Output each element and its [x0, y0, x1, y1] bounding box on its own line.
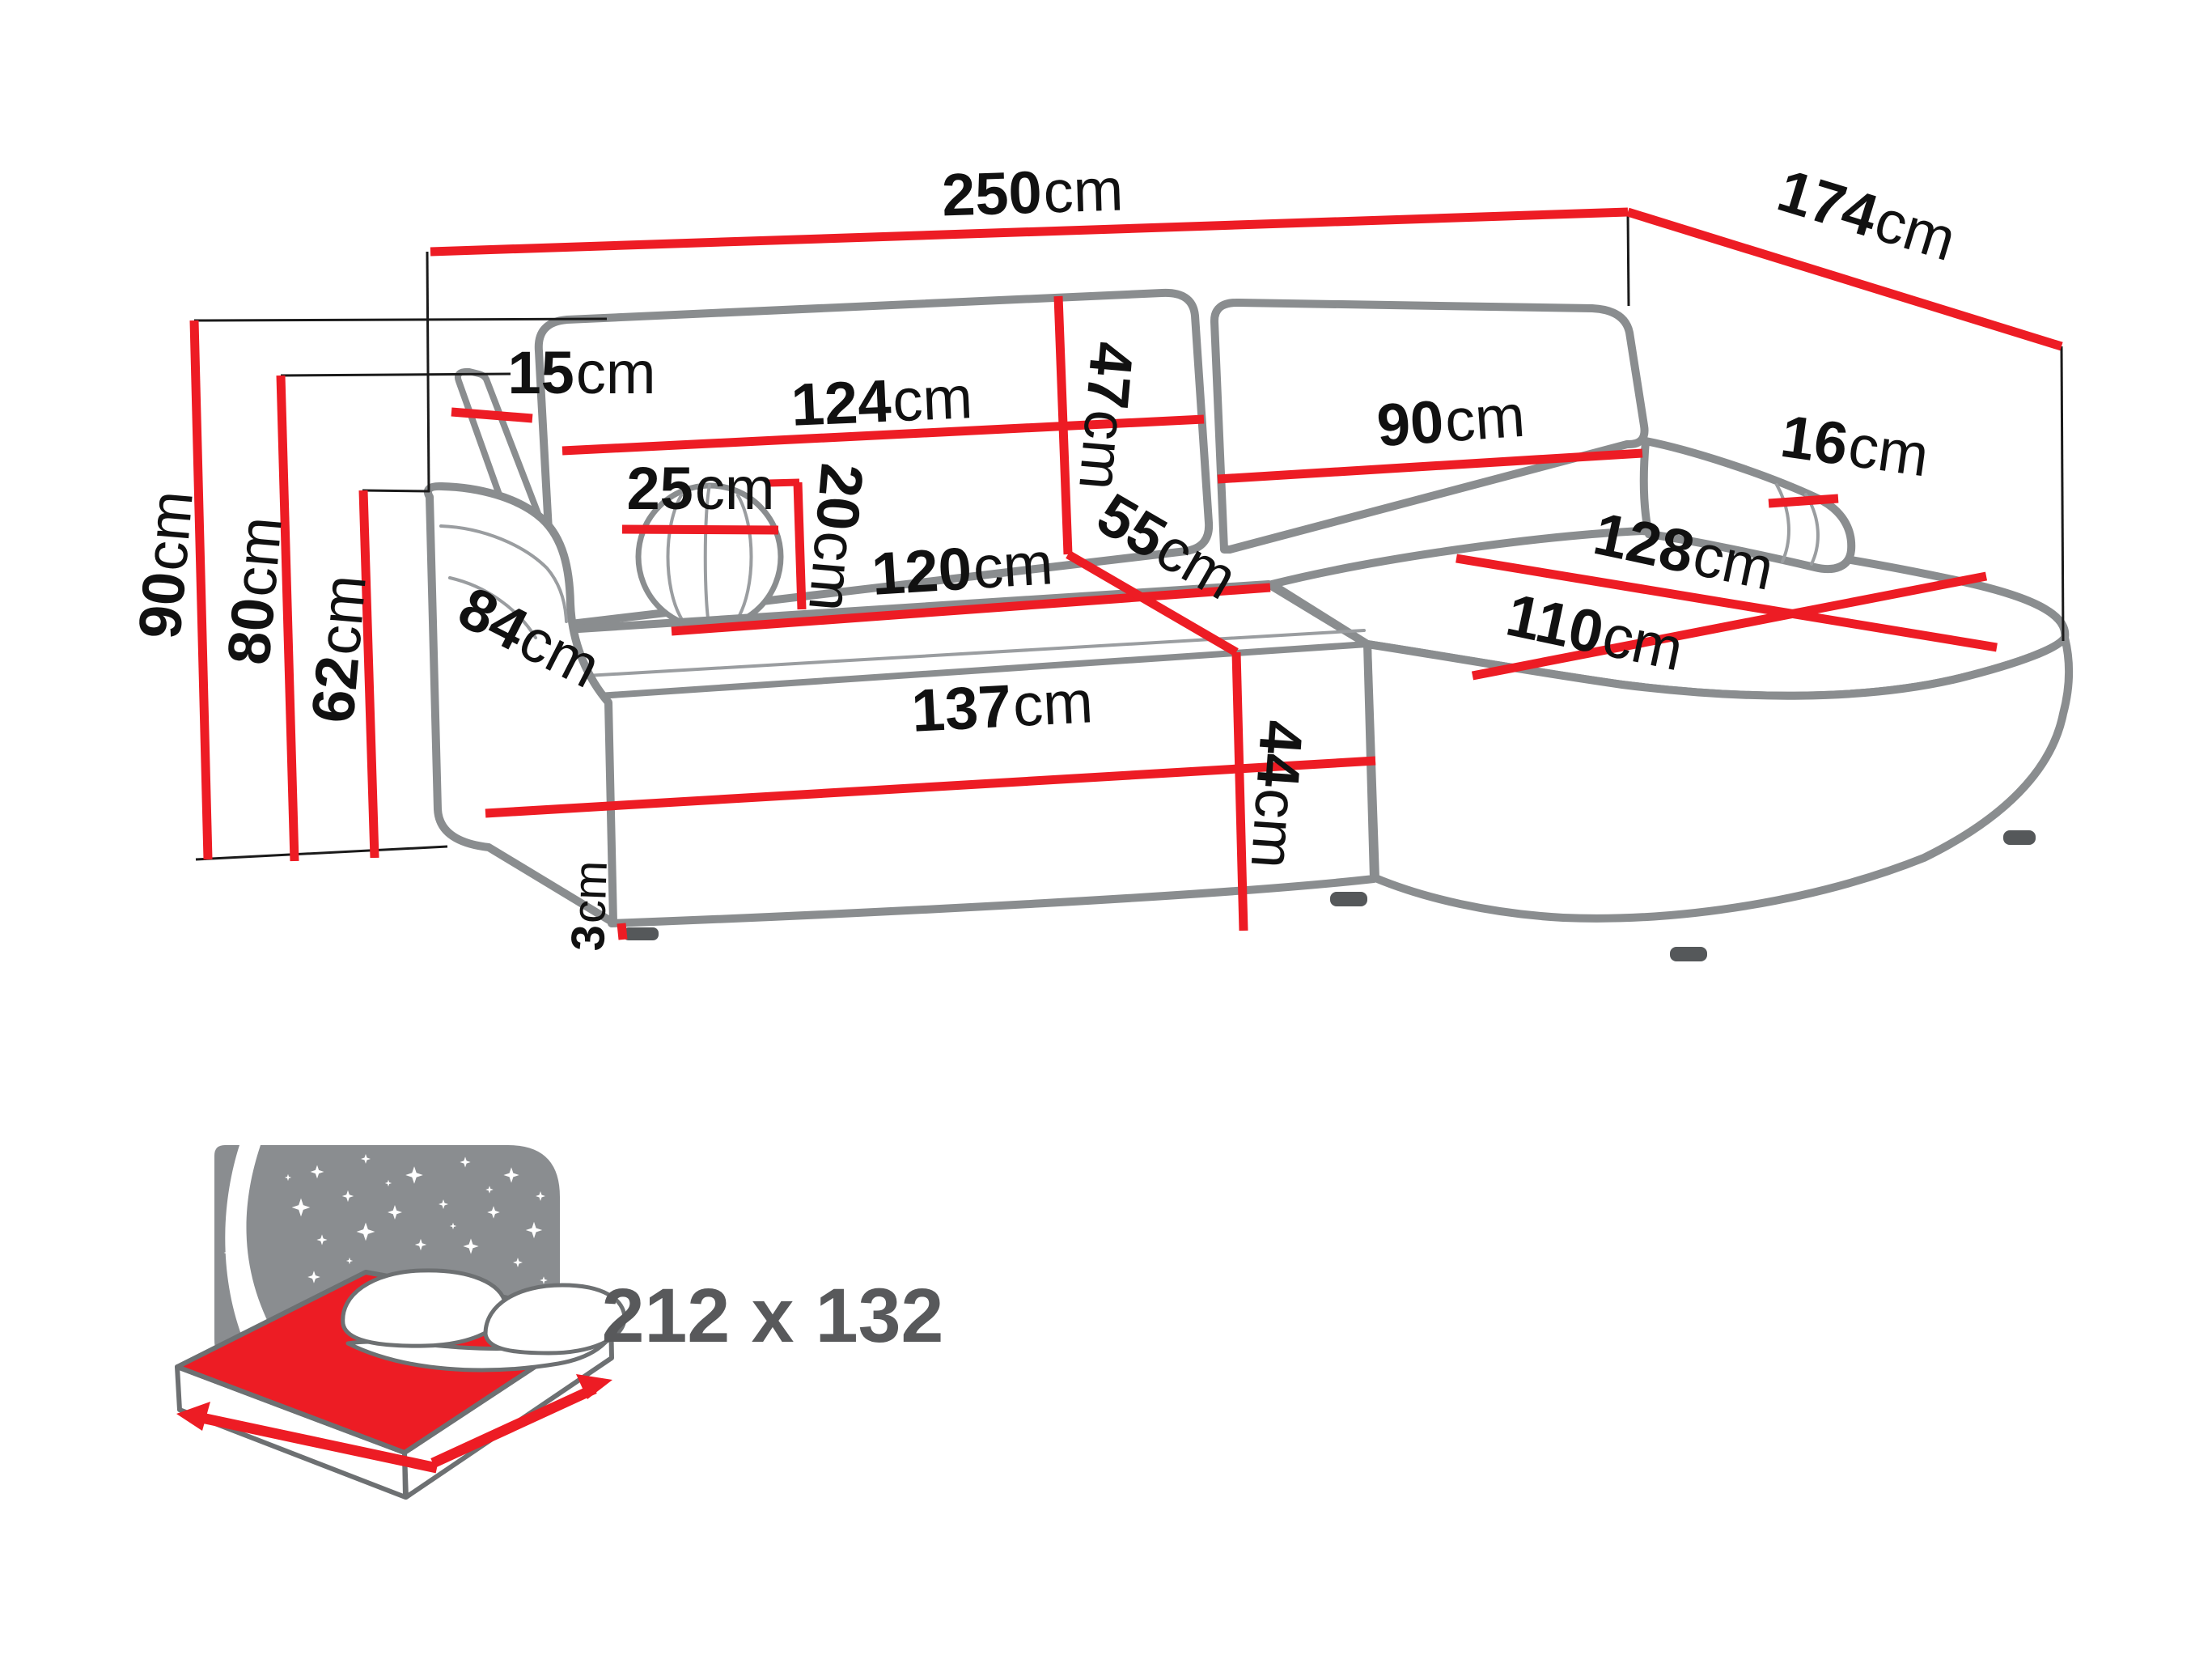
dim-label-backrest-height: 47cm: [1066, 339, 1146, 493]
dim-label-total-width: 250cm: [941, 156, 1125, 229]
dim-line-armrest-right: [1768, 494, 1839, 508]
dim-label-armrest-right-width: 16cm: [1777, 402, 1933, 490]
dim-label-pillow-height: 20cm: [796, 460, 876, 614]
dim-line-armrest-peak: [276, 375, 299, 862]
dim-line-front-height: [1231, 651, 1248, 931]
leg: [1670, 947, 1707, 961]
sofa-drawing: [424, 288, 2074, 961]
sleeping-area-label: 212 x 132: [602, 1273, 944, 1359]
armrest-left-seam: [448, 576, 537, 639]
leg: [2003, 830, 2036, 845]
bed-icon: [175, 1268, 627, 1500]
dimension-frame-lines: [193, 211, 2065, 861]
dim-label-total-depth: 174cm: [1770, 156, 1964, 274]
dim-line-backrest-right: [1217, 448, 1643, 484]
dim-line-armrest-top: [451, 407, 533, 423]
seat-body: [562, 580, 1378, 927]
dim-line-seat-width: [671, 583, 1271, 636]
sleeping-area-icon: 212 x 132: [175, 1145, 944, 1500]
dim-label-armrest-peak-height: 80cm: [214, 514, 295, 668]
dim-line-armrest-height: [358, 490, 379, 859]
dim-line-seat-depth: [1066, 550, 1239, 656]
dim-line-chaise-depth: [1471, 571, 1988, 681]
dim-line-pillow-height: [793, 482, 807, 610]
dim-line-total-height: [189, 320, 213, 860]
chaise-front: [1363, 634, 2074, 923]
dim-label-seat-width: 120cm: [870, 529, 1055, 608]
dim-label-backrest-left-width: 124cm: [790, 363, 974, 439]
dim-label-front-width: 137cm: [910, 668, 1095, 745]
dimension-labels: 250cm 174cm 90cm 80cm 62cm 15cm 124cm 47…: [125, 156, 1963, 953]
armrest-right: [1639, 437, 1856, 574]
dimension-lines: [189, 207, 2063, 940]
dim-line-pillow-width: [621, 524, 779, 535]
dim-line-chaise-width: [1456, 554, 1998, 652]
dim-label-backrest-right-width: 90cm: [1375, 382, 1527, 460]
dim-label-front-height: 44cm: [1239, 719, 1316, 871]
leg: [623, 927, 659, 940]
dim-label-pillow-width: 25cm: [627, 455, 775, 522]
arrow-right-icon: [430, 1374, 612, 1468]
armrest-left-seam: [439, 524, 568, 623]
seat-piping: [571, 629, 1366, 678]
moon-swoosh-icon: [225, 1145, 291, 1361]
leg: [1330, 892, 1367, 906]
dim-line-front-width: [485, 756, 1376, 818]
dim-line-backrest-left: [561, 414, 1205, 456]
dim-line-backrest-height: [1053, 295, 1073, 555]
pillow-right-icon: [483, 1283, 627, 1356]
dim-label-armrest-height: 62cm: [299, 572, 379, 726]
dim-line-leg-height: [617, 923, 628, 940]
arrow-left-icon: [176, 1402, 439, 1474]
armrest-right-seam: [1775, 483, 1790, 563]
backrest-right: [1210, 298, 1649, 554]
dim-line-total-depth: [1626, 207, 2063, 351]
armrest-left: [424, 482, 617, 927]
dim-label-armrest-top-width: 15cm: [508, 339, 656, 406]
pillow-left-icon: [341, 1268, 508, 1348]
dim-label-total-height: 90cm: [125, 488, 206, 642]
dim-label-leg-height: 3cm: [561, 859, 617, 952]
dim-line-total-width: [430, 207, 1629, 257]
